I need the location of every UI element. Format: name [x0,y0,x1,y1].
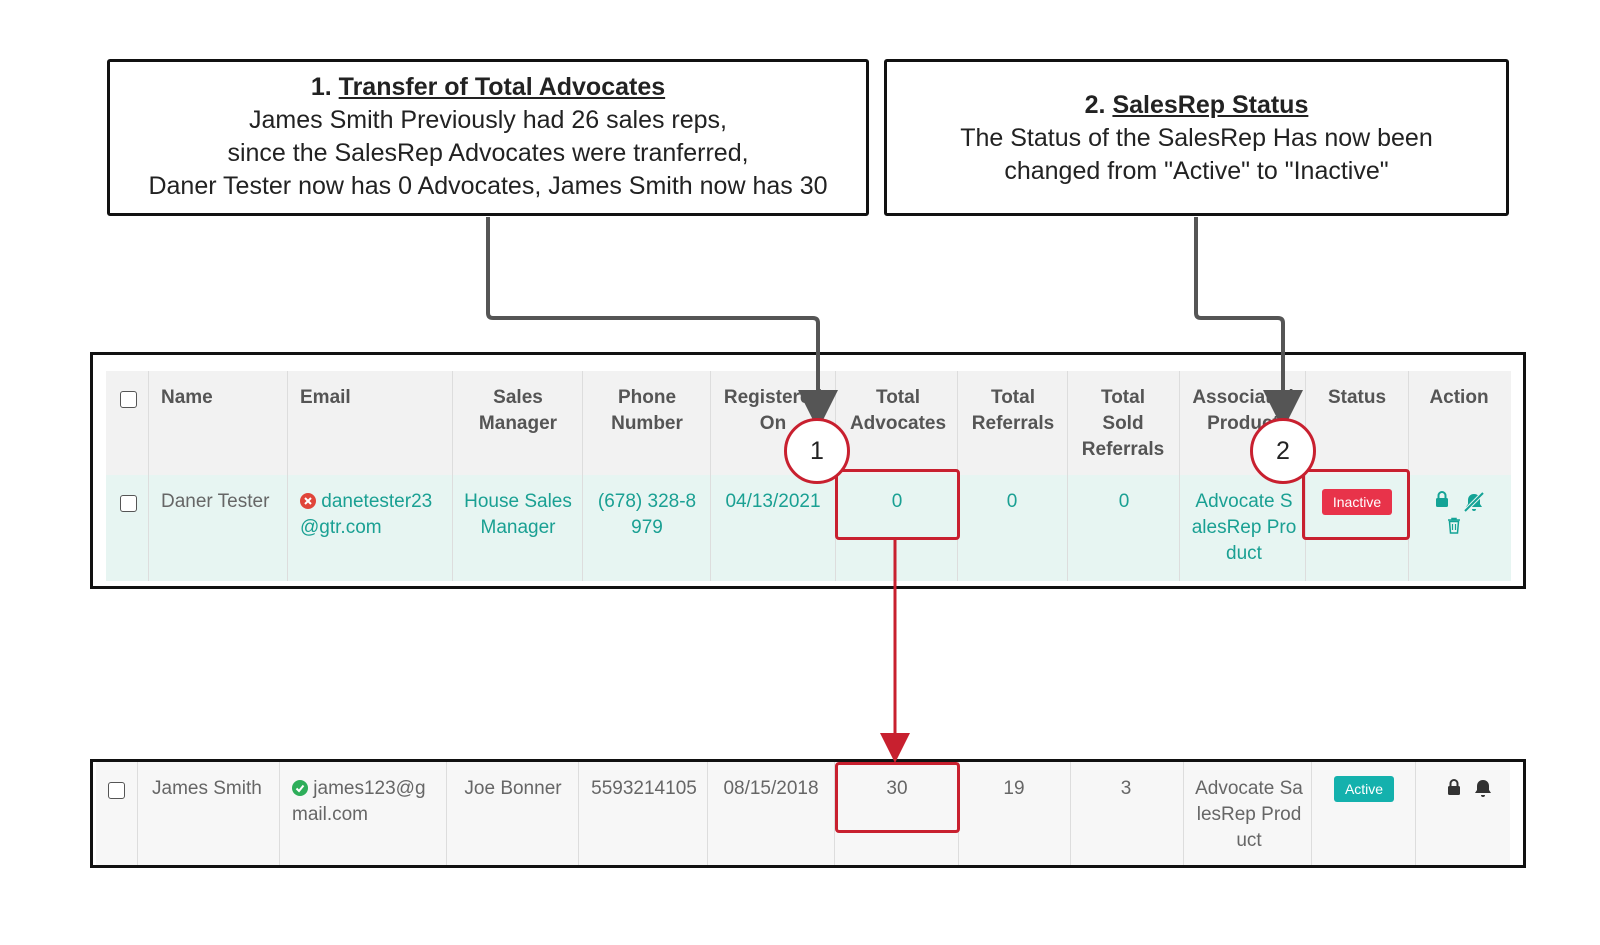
callout-2-connector [1194,217,1303,430]
callout-line: since the SalesRep Advocates were tranfe… [227,139,749,167]
column-divider [279,762,280,865]
column-divider [582,371,583,581]
callout-title-text: Transfer of Total Advocates [338,73,666,101]
callout-salesrep-status: 2. SalesRep Status The Status of the Sal… [884,59,1509,216]
header-email[interactable]: Email [300,387,351,408]
row-total-advocates: 30 [886,778,908,799]
column-divider [148,371,149,581]
lock-icon[interactable] [1435,491,1449,508]
check-circle-icon [292,780,308,796]
callout-number: 2. [1084,91,1106,119]
callout-line: James Smith Previously had 26 sales reps… [249,106,727,134]
header-name[interactable]: Name [161,387,213,408]
email-text[interactable]: danetester23@gtr.com [300,491,433,538]
status-badge: Inactive [1321,489,1393,515]
row-total-sold-referrals: 3 [1120,778,1132,799]
column-divider [287,371,288,581]
header-total-referrals[interactable]: Total Referrals [971,387,1055,434]
email-text[interactable]: james123@gmail.com [292,778,426,825]
callout-transfer-advocates: 1. Transfer of Total Advocates James Smi… [107,59,869,216]
header-registered-on[interactable]: Registered On [723,387,823,434]
column-divider [1305,371,1306,581]
callout-line: The Status of the SalesRep Has now been [960,124,1433,152]
marker-2: 2 [1250,418,1316,484]
status-badge: Active [1333,776,1395,802]
column-divider [1179,371,1180,581]
marker-1: 1 [784,418,850,484]
row-status: Active [1315,776,1413,802]
row-email[interactable]: james123@gmail.com [286,776,436,828]
column-divider [1067,371,1068,581]
row-associated-product[interactable]: Advocate SalesRep Product [1195,778,1303,851]
total-advocates-highlight [835,762,960,833]
row-associated-product[interactable]: Advocate SalesRep Product [1191,491,1297,564]
row-total-sold-referrals: 0 [1118,491,1130,512]
trash-icon[interactable] [1447,517,1461,534]
callout-line: Daner Tester now has 0 Advocates, James … [148,172,828,200]
row-name: Daner Tester [161,491,270,512]
x-circle-icon [300,493,316,509]
callout-title: 1. Transfer of Total Advocates [110,71,866,104]
row-registered-on: 04/13/2021 [725,491,821,512]
column-divider [707,762,708,865]
column-divider [578,762,579,865]
bell-slash-icon[interactable] [1463,492,1485,512]
row-total-referrals: 19 [1003,778,1025,799]
column-divider [137,762,138,865]
row-registered-on: 08/15/2018 [723,778,819,799]
row-checkbox[interactable] [120,495,137,512]
row-total-referrals: 0 [1006,491,1018,512]
callout-title-text: SalesRep Status [1112,91,1309,119]
total-advocates-highlight [835,469,960,540]
column-divider [1183,762,1184,865]
callout-number: 1. [310,73,332,101]
table-row [96,762,1510,865]
callout-1-connector [486,217,838,430]
bell-icon[interactable] [1473,779,1493,799]
salesrep-table-bottom: James Smith james123@gmail.com Joe Bonne… [90,759,1526,868]
column-divider [710,371,711,581]
header-total-advocates[interactable]: Total Advocates [849,387,947,434]
column-divider [452,371,453,581]
header-sales-manager[interactable]: Sales Manager [478,387,558,434]
column-divider [1311,762,1312,865]
row-email[interactable]: danetester23@gtr.com [294,489,450,541]
row-checkbox[interactable] [108,782,125,799]
select-all-checkbox[interactable] [120,391,137,408]
row-status: Inactive [1309,489,1405,515]
table-row-highlighted [106,475,1511,581]
header-action: Action [1429,387,1489,408]
row-phone[interactable]: 5593214105 [591,778,697,799]
row-sales-manager[interactable]: House Sales Manager [464,491,572,538]
lock-icon[interactable] [1447,779,1461,796]
callout-line: changed from "Active" to "Inactive" [1004,157,1389,185]
callout-title: 2. SalesRep Status [887,89,1506,122]
header-status[interactable]: Status [1327,387,1387,408]
row-name: James Smith [152,778,262,799]
row-sales-manager[interactable]: Joe Bonner [464,778,562,799]
column-divider [1415,762,1416,865]
header-total-sold-referrals[interactable]: Total Sold Referrals [1081,387,1165,460]
column-divider [834,762,835,865]
row-actions [1433,779,1503,803]
row-total-advocates: 0 [891,491,903,512]
column-divider [1070,762,1071,865]
row-phone[interactable]: (678) 328-8979 [597,491,697,538]
row-actions [1423,491,1503,541]
header-phone-number[interactable]: Phone Number [611,387,683,434]
status-highlight [1302,469,1410,540]
column-divider [446,762,447,865]
